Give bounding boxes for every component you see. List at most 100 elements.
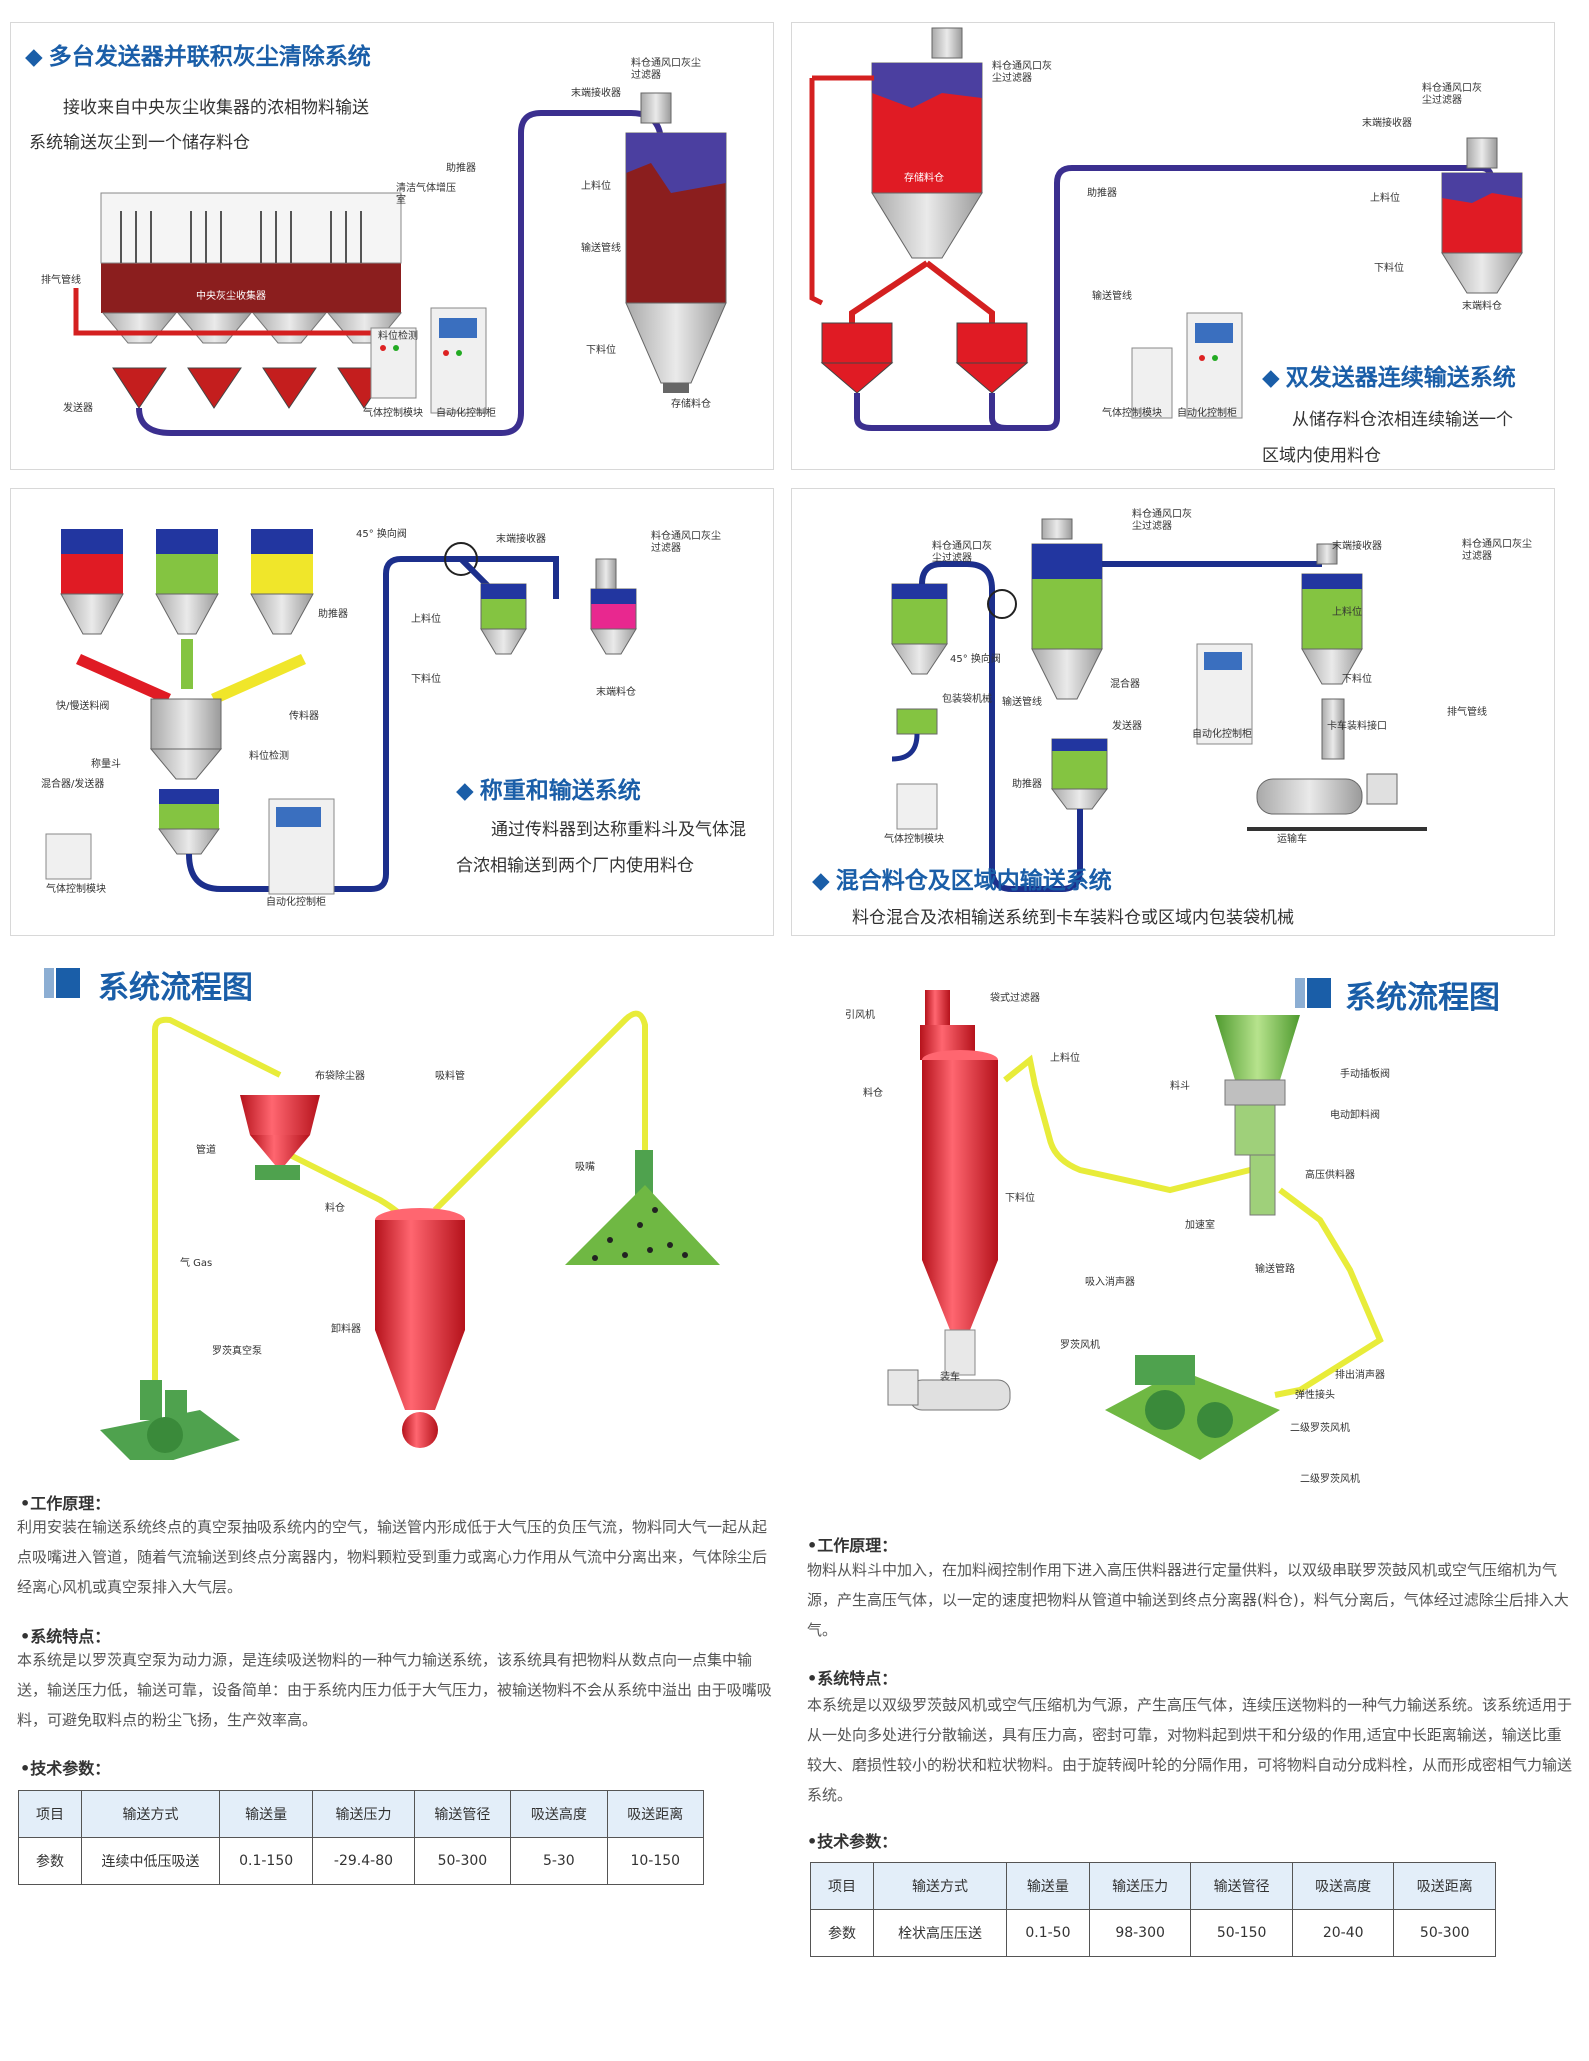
table-cell: 0.1-150 bbox=[218, 1837, 314, 1885]
diagram-label: 下料位 bbox=[411, 674, 441, 685]
table-header-row: 项目 输送方式 输送量 输送压力 输送管径 吸送高度 吸送距离 bbox=[810, 1862, 1496, 1910]
diagram-label: 末端接收器 bbox=[1362, 118, 1412, 129]
diagram-label: 加速室 bbox=[1185, 1220, 1215, 1231]
diagram-weighing bbox=[45, 529, 637, 895]
diagram-label: 料仓通风口灰尘过滤器 bbox=[992, 61, 1052, 84]
diagram-label: 排气管线 bbox=[1447, 707, 1487, 718]
diagram-label: 装车 bbox=[940, 1372, 960, 1383]
diagram-label: 罗茨真空泵 bbox=[212, 1346, 262, 1357]
diagram-label: 料仓通风口灰尘过滤器 bbox=[1132, 509, 1192, 532]
section-title-icon bbox=[44, 968, 82, 998]
diagram-label: 末端接收器 bbox=[496, 534, 546, 545]
features-text: 本系统是以罗茨真空泵为动力源，是连续吸送物料的一种气力输送系统，该系统具有把物料… bbox=[17, 1651, 772, 1729]
diagram-label: 传料器 bbox=[289, 711, 319, 722]
features-text: 本系统是以双级罗茨鼓风机或空气压缩机为气源，产生高压气体，连续压送物料的一种气力… bbox=[807, 1696, 1573, 1804]
diagram-label: 料仓 bbox=[325, 1203, 345, 1214]
table-row: 参数 连续中低压吸送 0.1-150 -29.4-80 50-300 5-30 … bbox=[18, 1837, 705, 1885]
diagram-label: 称量斗 bbox=[91, 759, 121, 770]
diagram-label: 输送管线 bbox=[1002, 697, 1042, 708]
diamond-icon: ◆ bbox=[1262, 365, 1280, 391]
diagram-label: 二级罗茨风机 bbox=[1300, 1474, 1360, 1485]
panel-dual-sender: 料仓通风口灰尘过滤器 料仓通风口灰尘过滤器 末端接收器 存储料仓 助推器 上料位… bbox=[791, 22, 1555, 470]
table-cell: 5-30 bbox=[510, 1837, 608, 1885]
params-table: 项目 输送方式 输送量 输送压力 输送管径 吸送高度 吸送距离 参数 栓状高压压… bbox=[810, 1862, 1496, 1957]
principle-heading: •工作原理： bbox=[20, 1494, 111, 1513]
table-cell: 输送量 bbox=[218, 1790, 314, 1838]
diagram-label: 排气管线 bbox=[41, 275, 81, 286]
diagram-label: 高压供料器 bbox=[1305, 1170, 1355, 1181]
diagram-label: 清洁气体增压室 bbox=[396, 183, 456, 206]
table-cell: 吸送高度 bbox=[1291, 1862, 1395, 1910]
section-title: 系统流程图 bbox=[98, 970, 253, 1006]
diagram-label: 引风机 bbox=[845, 1010, 875, 1021]
diagram-mixing bbox=[891, 518, 1427, 892]
panel-desc-line: 合浓相输送到两个厂内使用料仓 bbox=[456, 856, 694, 876]
diagram-label: 发送器 bbox=[63, 403, 93, 414]
diagram-label: 气体控制模块 bbox=[1102, 408, 1162, 419]
diagram-label: 上料位 bbox=[1370, 193, 1400, 204]
principle-heading: •工作原理： bbox=[807, 1536, 898, 1555]
diagram-label: 弹性接头 bbox=[1295, 1390, 1335, 1401]
diagram-label: 袋式过滤器 bbox=[990, 993, 1040, 1004]
table-cell: -29.4-80 bbox=[312, 1837, 415, 1885]
panel-desc-line: 从储存料仓浓相连续输送一个 bbox=[1292, 410, 1513, 430]
diagram-label: 助推器 bbox=[1012, 779, 1042, 790]
diagram-label: 料仓通风口灰尘过滤器 bbox=[651, 531, 721, 554]
diagram-label: 料仓通风口灰尘过滤器 bbox=[1462, 539, 1532, 562]
diagram-dual-sender bbox=[809, 27, 1523, 431]
panel-title: ◆多台发送器并联积灰尘清除系统 bbox=[25, 37, 371, 71]
diagram-label: 助推器 bbox=[1087, 188, 1117, 199]
diagram-label: 末端接收器 bbox=[1332, 541, 1382, 552]
panel-title: ◆称重和输送系统 bbox=[456, 771, 641, 805]
diagram-label: 上料位 bbox=[1050, 1053, 1080, 1064]
table-cell: 50-300 bbox=[1393, 1909, 1496, 1957]
diagram-label: 自动化控制柜 bbox=[266, 897, 326, 908]
diagram-label: 发送器 bbox=[1112, 721, 1142, 732]
diagram-label: 下料位 bbox=[1005, 1193, 1035, 1204]
panel-title-text: 称重和输送系统 bbox=[479, 778, 641, 804]
diagram-multi-sender bbox=[73, 92, 727, 436]
table-cell: 连续中低压吸送 bbox=[81, 1837, 220, 1885]
diagram-label: 输送管线 bbox=[581, 243, 621, 254]
panel-weighing: 45° 换向阀 末端接收器 料仓通风口灰尘过滤器 助推器 上料位 下料位 末端料… bbox=[10, 488, 774, 936]
section-title-icon bbox=[1295, 978, 1333, 1008]
table-cell: 10-150 bbox=[606, 1837, 705, 1885]
table-cell: 参数 bbox=[18, 1837, 82, 1885]
diagram-label: 气体控制模块 bbox=[46, 884, 106, 895]
table-cell: 栓状高压压送 bbox=[873, 1909, 1007, 1957]
panel-title: ◆双发送器连续输送系统 bbox=[1262, 358, 1516, 392]
diagram-label: 手动插板阀 bbox=[1340, 1069, 1390, 1080]
diagram-label: 45° 换向阀 bbox=[356, 529, 407, 540]
diagram-label: 排出消声器 bbox=[1335, 1370, 1385, 1381]
params-table: 项目 输送方式 输送量 输送压力 输送管径 吸送高度 吸送距离 参数 连续中低压… bbox=[18, 1790, 705, 1885]
diagram-label: 助推器 bbox=[318, 609, 348, 620]
diamond-icon: ◆ bbox=[812, 868, 830, 894]
diagram-label: 自动化控制柜 bbox=[1177, 408, 1237, 419]
diagram-label: 气体控制模块 bbox=[884, 834, 944, 845]
diagram-label: 中央灰尘收集器 bbox=[196, 291, 266, 302]
table-cell: 0.1-50 bbox=[1006, 1909, 1090, 1957]
diagram-vacuum-flow bbox=[100, 1010, 720, 1460]
diagram-label: 上料位 bbox=[411, 614, 441, 625]
diamond-icon: ◆ bbox=[456, 778, 474, 804]
table-cell: 输送管径 bbox=[1190, 1862, 1293, 1910]
diagram-label: 自动化控制柜 bbox=[436, 408, 496, 419]
diagram-label: 末端料仓 bbox=[1462, 301, 1502, 312]
panel-desc-line: 系统输送灰尘到一个储存料仓 bbox=[29, 133, 250, 153]
table-cell: 50-300 bbox=[413, 1837, 512, 1885]
params-heading: •技术参数： bbox=[20, 1759, 111, 1778]
diagram-label: 吸入消声器 bbox=[1085, 1277, 1135, 1288]
diagram-label: 下料位 bbox=[1374, 263, 1404, 274]
panel-desc-line: 区域内使用料仓 bbox=[1262, 446, 1381, 466]
diagram-label: 自动化控制柜 bbox=[1192, 729, 1252, 740]
diagram-label: 气 Gas bbox=[180, 1258, 213, 1269]
features-heading: •系统特点： bbox=[20, 1627, 111, 1646]
table-row: 参数 栓状高压压送 0.1-50 98-300 50-150 20-40 50-… bbox=[810, 1909, 1496, 1957]
diagram-label: 输送管线 bbox=[1092, 291, 1132, 302]
diagram-label: 输送管路 bbox=[1255, 1264, 1295, 1275]
diagram-label: 料仓通风口灰尘过滤器 bbox=[932, 541, 992, 564]
diagram-label: 管道 bbox=[196, 1145, 216, 1156]
panel-title-text: 混合料仓及区域内输送系统 bbox=[835, 868, 1112, 894]
table-cell: 50-150 bbox=[1190, 1909, 1293, 1957]
diagram-pressure-flow bbox=[887, 990, 1384, 1460]
